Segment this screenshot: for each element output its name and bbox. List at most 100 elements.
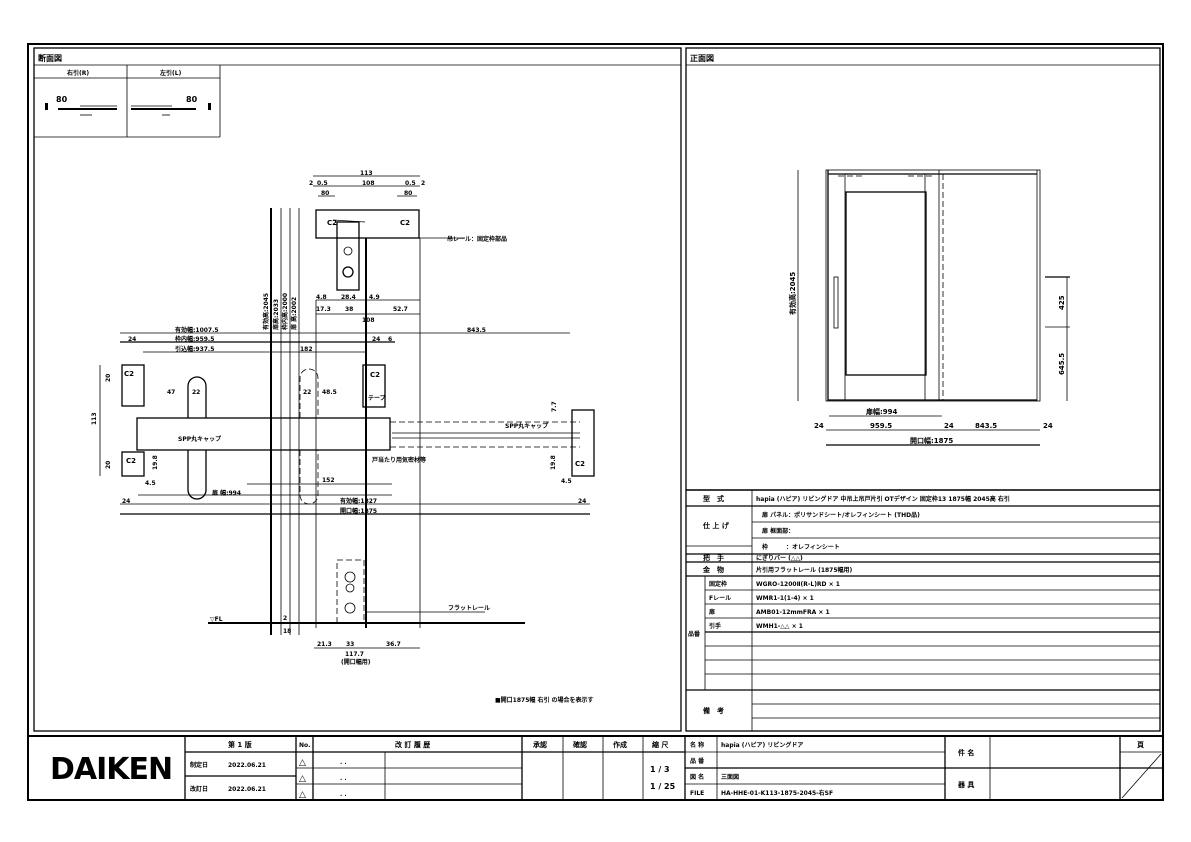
- dim: 113: [360, 170, 373, 177]
- dim: 4.5: [145, 480, 156, 487]
- revised-date: 2022.06.21: [228, 786, 266, 793]
- cap-label-left: SPP丸キャップ: [178, 435, 222, 443]
- dim: 有効幅:1827: [340, 497, 377, 505]
- dim: C2: [370, 371, 380, 379]
- dim: C2: [126, 457, 136, 465]
- file-value: HA-HHE-01-K113-1875-2045-右SF: [721, 789, 833, 797]
- dim: 113: [91, 412, 98, 425]
- dim: 108: [362, 180, 375, 187]
- dim: 有効幅:1007.5: [175, 326, 219, 334]
- front-title: 正面図: [690, 54, 714, 63]
- dim: 24: [372, 336, 380, 343]
- finish-row: 扉 パネル：ポリサンドシート/オレフィンシート (THD品): [761, 511, 920, 519]
- dim: 2: [309, 180, 313, 187]
- door-panel: [845, 191, 927, 376]
- legend-mark-right: 80: [56, 95, 68, 104]
- daiken-logo: DAIKEN: [50, 752, 172, 787]
- revision-date: . .: [340, 759, 347, 766]
- rail-label: 吊レール：固定枠部品: [447, 235, 507, 243]
- dim: 20: [105, 374, 112, 382]
- horizontal-section: 有効幅:1007.5 枠内幅:959.5 引込幅:937.5 843.5 24 …: [91, 326, 595, 515]
- handle-bottom-left: [187, 450, 207, 500]
- part-value: AMB01-12mmFRA × 1: [756, 609, 830, 616]
- drawing-value: 三面図: [721, 773, 739, 781]
- cap-label-right: SPP丸キャップ: [505, 422, 549, 430]
- door-handle: [833, 276, 839, 329]
- front-panel: 正面図 有効高:2045 425 645.5 扉幅:994 24 959.5 2…: [685, 47, 1161, 491]
- part-name: 引手: [709, 622, 721, 630]
- dim: 182: [300, 346, 313, 353]
- drawing-note: ■開口1875幅 右引 の場合を表示す: [495, 696, 594, 704]
- established-label: 制定日: [190, 761, 208, 769]
- title-block: DAIKEN 第 1 版 制定日 2022.06.21 改訂日 2022.06.…: [28, 735, 1163, 800]
- door-frame: [825, 169, 1041, 402]
- type-label: 型 式: [703, 494, 724, 503]
- dim: C2: [400, 219, 410, 227]
- dim: 959.5: [870, 422, 892, 430]
- dim: 24: [1043, 422, 1053, 430]
- height-dim: 有効高:2045: [788, 272, 797, 315]
- slide-direction-legend: 右引(R) 左引(L) 80 80: [34, 65, 221, 138]
- scale-label: 縮 尺: [652, 740, 668, 749]
- part-name: Fレール: [709, 595, 731, 602]
- dim: 108: [362, 317, 375, 324]
- dim: 枠内高:2000: [281, 293, 289, 330]
- dim: 80: [404, 190, 412, 197]
- bottom-rail-detail: フラットレール ▽FL 2 18 21.3 33 36.7 117.7 (開口幅…: [208, 559, 594, 704]
- dim: 24: [578, 498, 586, 505]
- dim-425: 425: [1058, 295, 1066, 310]
- dim: 36.7: [386, 641, 401, 648]
- dim: 7.7: [551, 401, 558, 412]
- dim: 4.5: [561, 478, 572, 485]
- file-label: FILE: [690, 790, 704, 797]
- dim: 152: [322, 477, 335, 484]
- approve-label: 承認: [533, 740, 547, 749]
- dim: 52.7: [393, 306, 408, 313]
- seal-label: 戸当たり用気密材等: [372, 456, 426, 464]
- scale-value: 1 / 25: [650, 782, 676, 791]
- handle-top-right: [299, 368, 319, 418]
- section-panel: 断面図 右引(R) 左引(L) 80 80: [33, 47, 682, 732]
- top-rail-detail: 113 2 0.5 108 0.5 2 80 80 C2 C2 吊レール：固定枠…: [309, 170, 507, 324]
- dim: 38: [345, 306, 353, 313]
- dim: 33: [346, 641, 354, 648]
- dim: 24: [944, 422, 954, 430]
- dim: 6: [388, 336, 392, 343]
- dim: 扉 高:2002: [290, 297, 298, 331]
- dim: 843.5: [467, 327, 486, 334]
- dim: 19.8: [152, 455, 159, 470]
- handle-top-left: [187, 376, 207, 418]
- drawing-label: 図 名: [690, 773, 704, 781]
- established-date: 2022.06.21: [228, 762, 266, 769]
- spec-table: 型 式 hapia (ハピア) リビングドア 中吊上吊戸片引 OTデザイン 固定…: [685, 489, 1161, 732]
- handle-value: にぎりバー (△△): [756, 554, 803, 562]
- finish-label: 仕 上 げ: [702, 521, 730, 530]
- dim: 18: [283, 628, 291, 635]
- opening-width-dim: 開口幅:1875: [910, 436, 953, 445]
- dim: 開口幅:1875: [340, 507, 377, 515]
- scale-value: 1 / 3: [650, 765, 670, 774]
- revised-label: 改訂日: [190, 785, 208, 793]
- part-value: WMH1-△△ × 1: [756, 623, 803, 630]
- dim: 48.5: [322, 389, 337, 396]
- dim: 17.3: [316, 306, 331, 313]
- dim: 引込幅:937.5: [175, 345, 214, 353]
- dim-645: 645.5: [1058, 353, 1066, 375]
- revision-triangle-icon: △: [299, 790, 306, 800]
- remarks-label: 備 考: [703, 706, 724, 715]
- create-label: 作成: [613, 740, 627, 749]
- dim: C2: [575, 460, 585, 468]
- name-label: 名 称: [690, 741, 704, 749]
- dim: 24: [814, 422, 824, 430]
- part-value: WMR1-1(1-4) × 1: [756, 595, 814, 602]
- fixture-label: 器 具: [957, 780, 974, 789]
- legend-mark-left: 80: [186, 95, 198, 104]
- dim: 有効高:2045: [262, 293, 270, 330]
- dim: 24: [122, 498, 130, 505]
- dim: 22: [303, 389, 311, 396]
- legend-left-slide: 左引(L): [159, 69, 182, 77]
- dim: 4.8: [316, 294, 327, 301]
- revision-triangle-icon: △: [299, 774, 306, 784]
- floor-label: ▽FL: [210, 616, 223, 623]
- handle-bottom-right: [299, 450, 319, 505]
